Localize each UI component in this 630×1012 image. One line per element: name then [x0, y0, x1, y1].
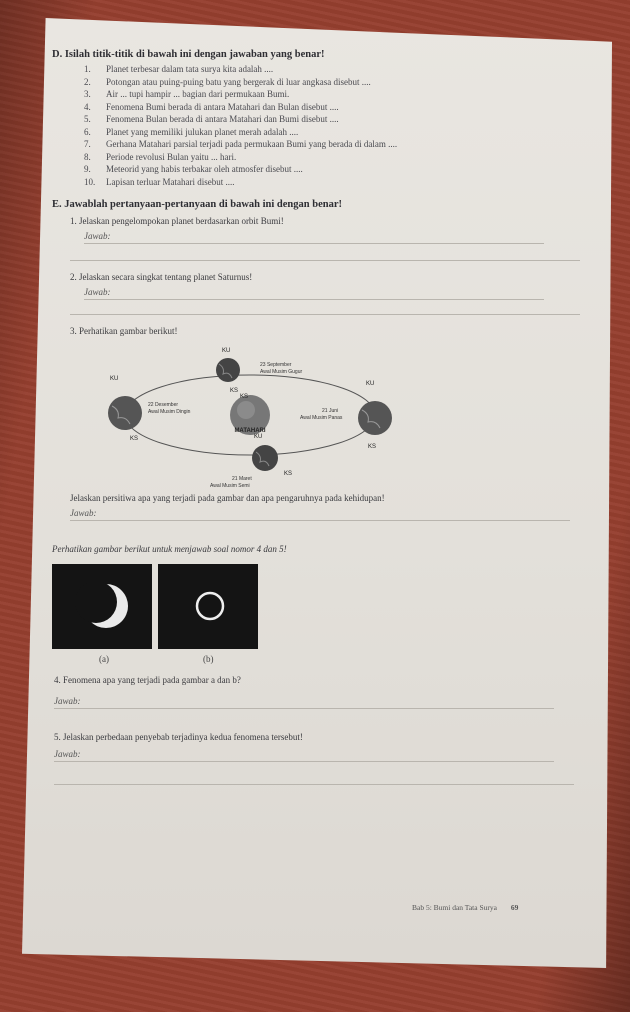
section-d-item: 4. Fenomena Bumi berada di antara Matahar… [84, 101, 612, 114]
section-d-item: 10. Lapisan terluar Matahari disebut .... [84, 176, 612, 189]
question-3-prompt: Jelaskan persitiwa apa yang terjadi pada… [70, 493, 385, 503]
eclipse-image-b [158, 564, 259, 649]
answer-line-3[interactable]: Jawab: [70, 505, 570, 521]
caption-a: (a) [99, 654, 109, 664]
section-d-title: D. Isilah titik-titik di bawah ini denga… [52, 49, 325, 60]
question-5-text: 5. Jelaskan perbedaan penyebab terjadiny… [54, 732, 303, 742]
item-text: Meteorid yang habis terbakar oleh atmosf… [106, 164, 303, 174]
jawab-label: Jawab: [84, 231, 111, 241]
section-d-item: 2. Potongan atau puing-puing batu yang be… [84, 76, 612, 89]
eclipse-images [52, 564, 612, 649]
section-d-item: 5. Fenomena Bulan berada di antara Mataha… [84, 113, 612, 126]
question-2-text: 2. Jelaskan secara singkat tentang plane… [70, 272, 253, 282]
sun-label: MATAHARI [234, 428, 265, 434]
item-number: 2. [84, 76, 91, 87]
item-text: Periode revolusi Bulan yaitu ... hari. [106, 151, 237, 162]
mar-date: 21 Maret [232, 476, 252, 482]
section-d-item: 3. Air ... tupi hampir ... bagian dari pe… [84, 88, 612, 101]
partial-eclipse-icon [75, 581, 128, 628]
orbit-diagram: MATAHARI KU KS 23 September Awal Musim G… [108, 348, 392, 489]
question-1: 1. Jelaskan pengelompokan planet berdasa… [70, 215, 612, 261]
earth-june [358, 401, 392, 435]
ku-center-label: KU [254, 434, 262, 440]
page-content: D. Isilah titik-titik di bawah ini denga… [52, 48, 612, 785]
ks-center-label: KS [240, 394, 248, 400]
eclipse-captions: (a) (b) [52, 653, 612, 666]
earth-december [108, 396, 142, 430]
dec-season: Awal Musim Dingin [148, 409, 191, 415]
ks-left-label: KS [130, 436, 138, 442]
eclipse-instruction: Perhatikan gambar berikut untuk menjawab… [52, 544, 287, 554]
answer-line-2b [70, 314, 580, 315]
item-text: Potongan atau puing-puing batu yang berg… [106, 76, 371, 87]
question-3-text: 3. Perhatikan gambar berikut! [70, 326, 178, 336]
chapter-label: Bab 5: Bumi dan Tata Surya [412, 903, 497, 912]
section-d-item: 7. Gerhana Matahari parsial terjadi pada … [84, 138, 612, 151]
section-d-item: 1. Planet terbesar dalam tata surya kita … [84, 63, 612, 76]
jawab-label: Jawab: [70, 508, 97, 518]
answer-line-2[interactable]: Jawab: [84, 284, 544, 300]
ku-right-label: KU [366, 381, 374, 387]
ku-top-label: KU [222, 348, 230, 354]
item-number: 3. [84, 89, 91, 99]
jawab-label: Jawab: [84, 287, 111, 297]
dec-date: 22 Desember [148, 402, 178, 408]
item-number: 10. [84, 176, 96, 187]
sep-season: Awal Musim Gugur [260, 369, 302, 375]
ks-bottom-label: KS [284, 471, 292, 477]
question-3: 3. Perhatikan gambar berikut! MATAHARI K… [70, 325, 612, 521]
question-1-text: 1. Jelaskan pengelompokan planet berdasa… [70, 216, 284, 226]
ks-mid-label: KS [230, 388, 238, 394]
item-text: Planet terbesar dalam tata surya kita ad… [106, 64, 274, 74]
item-number: 5. [84, 114, 91, 124]
answer-line-1[interactable]: Jawab: [84, 228, 544, 244]
item-number: 1. [84, 64, 91, 74]
answer-line-5[interactable]: Jawab: [54, 744, 554, 762]
item-number: 6. [84, 126, 91, 137]
item-text: Fenomena Bumi berada di antara Matahari … [106, 101, 339, 112]
item-text: Planet yang memiliki julukan planet mera… [106, 126, 299, 137]
question-2: 2. Jelaskan secara singkat tentang plane… [70, 271, 612, 315]
eclipse-image-a [52, 564, 152, 649]
ku-left-label: KU [110, 376, 118, 382]
section-d-item: 9. Meteorid yang habis terbakar oleh atmo… [84, 163, 612, 176]
page-footer: Bab 5: Bumi dan Tata Surya 69 [412, 903, 518, 912]
section-d-list: 1. Planet terbesar dalam tata surya kita … [84, 63, 612, 188]
item-number: 8. [84, 151, 91, 162]
question-4-text: 4. Fenomena apa yang terjadi pada gambar… [54, 675, 241, 685]
question-4: 4. Fenomena apa yang terjadi pada gambar… [54, 674, 612, 709]
item-text: Fenomena Bulan berada di antara Matahari… [106, 114, 339, 124]
section-d-item: 8. Periode revolusi Bulan yaitu ... hari. [84, 151, 612, 164]
worksheet-page: D. Isilah titik-titik di bawah ini denga… [22, 18, 612, 968]
item-text: Gerhana Matahari parsial terjadi pada pe… [106, 139, 398, 149]
jawab-label: Jawab: [54, 696, 81, 706]
item-text: Air ... tupi hampir ... bagian dari perm… [106, 89, 290, 99]
answer-line-1b [70, 260, 580, 261]
item-text: Lapisan terluar Matahari disebut .... [106, 176, 235, 187]
ks-right-label: KS [368, 444, 376, 450]
item-number: 7. [84, 139, 91, 149]
earth-september [216, 358, 240, 382]
annular-eclipse-icon [196, 591, 225, 621]
mar-season: Awal Musim Semi [210, 483, 250, 489]
answer-line-5b [54, 784, 574, 785]
caption-b: (b) [203, 654, 214, 664]
jun-season: Awal Musim Panas [300, 415, 343, 421]
item-number: 4. [84, 101, 91, 112]
sep-date: 23 September [260, 362, 292, 368]
page-number: 69 [510, 903, 519, 912]
item-number: 9. [84, 164, 91, 174]
question-5: 5. Jelaskan perbedaan penyebab terjadiny… [54, 731, 612, 785]
answer-line-4[interactable]: Jawab: [54, 687, 554, 709]
section-d-item: 6. Planet yang memiliki julukan planet me… [84, 126, 612, 139]
jawab-label: Jawab: [54, 749, 81, 759]
section-e-title: E. Jawablah pertanyaan-pertanyaan di baw… [52, 199, 342, 210]
jun-date: 21 Juni [322, 408, 338, 414]
earth-march [252, 445, 278, 471]
